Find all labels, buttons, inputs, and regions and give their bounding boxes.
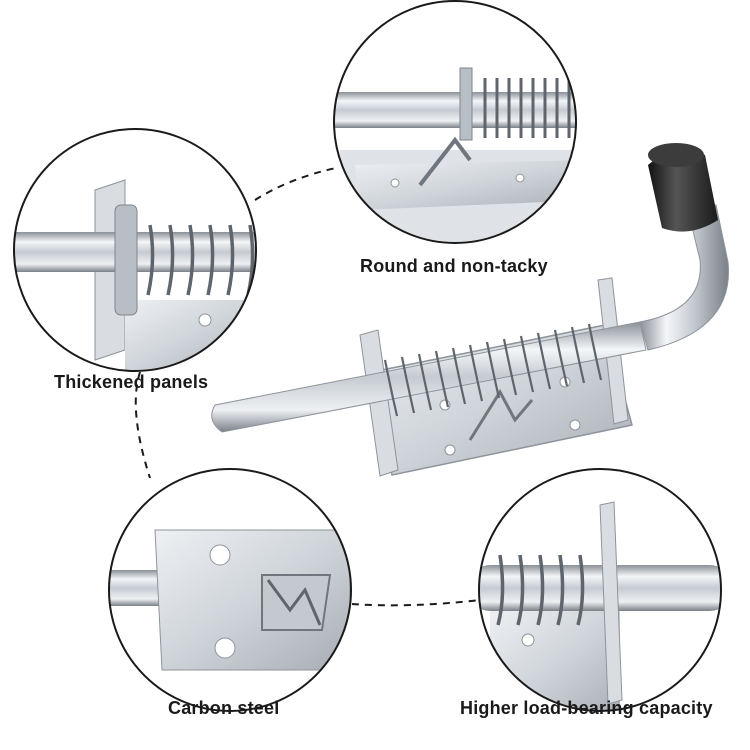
connector-top [254, 167, 337, 201]
latch-spring [383, 323, 603, 417]
feature-label-load-bearing: Higher load-bearing capacity [460, 698, 713, 718]
feature-label-thickened-panels: Thickened panels [54, 372, 209, 392]
main-latch [211, 143, 730, 477]
latch-pin [211, 321, 647, 433]
latch-handle [639, 204, 730, 351]
connector-bottom [351, 599, 481, 607]
detail-circle-left [13, 128, 257, 372]
detail-circle-top [333, 0, 577, 244]
feature-label-carbon-steel: Carbon steel [168, 698, 280, 718]
connector-left [134, 371, 151, 479]
feature-label-round-non-tacky: Round and non-tacky [360, 256, 548, 276]
detail-circle-bottom-left [108, 468, 352, 712]
detail-circle-bottom-right [478, 468, 722, 712]
latch-ear-left [359, 329, 399, 477]
connector-lines [134, 167, 481, 607]
latch-knob [648, 149, 718, 232]
